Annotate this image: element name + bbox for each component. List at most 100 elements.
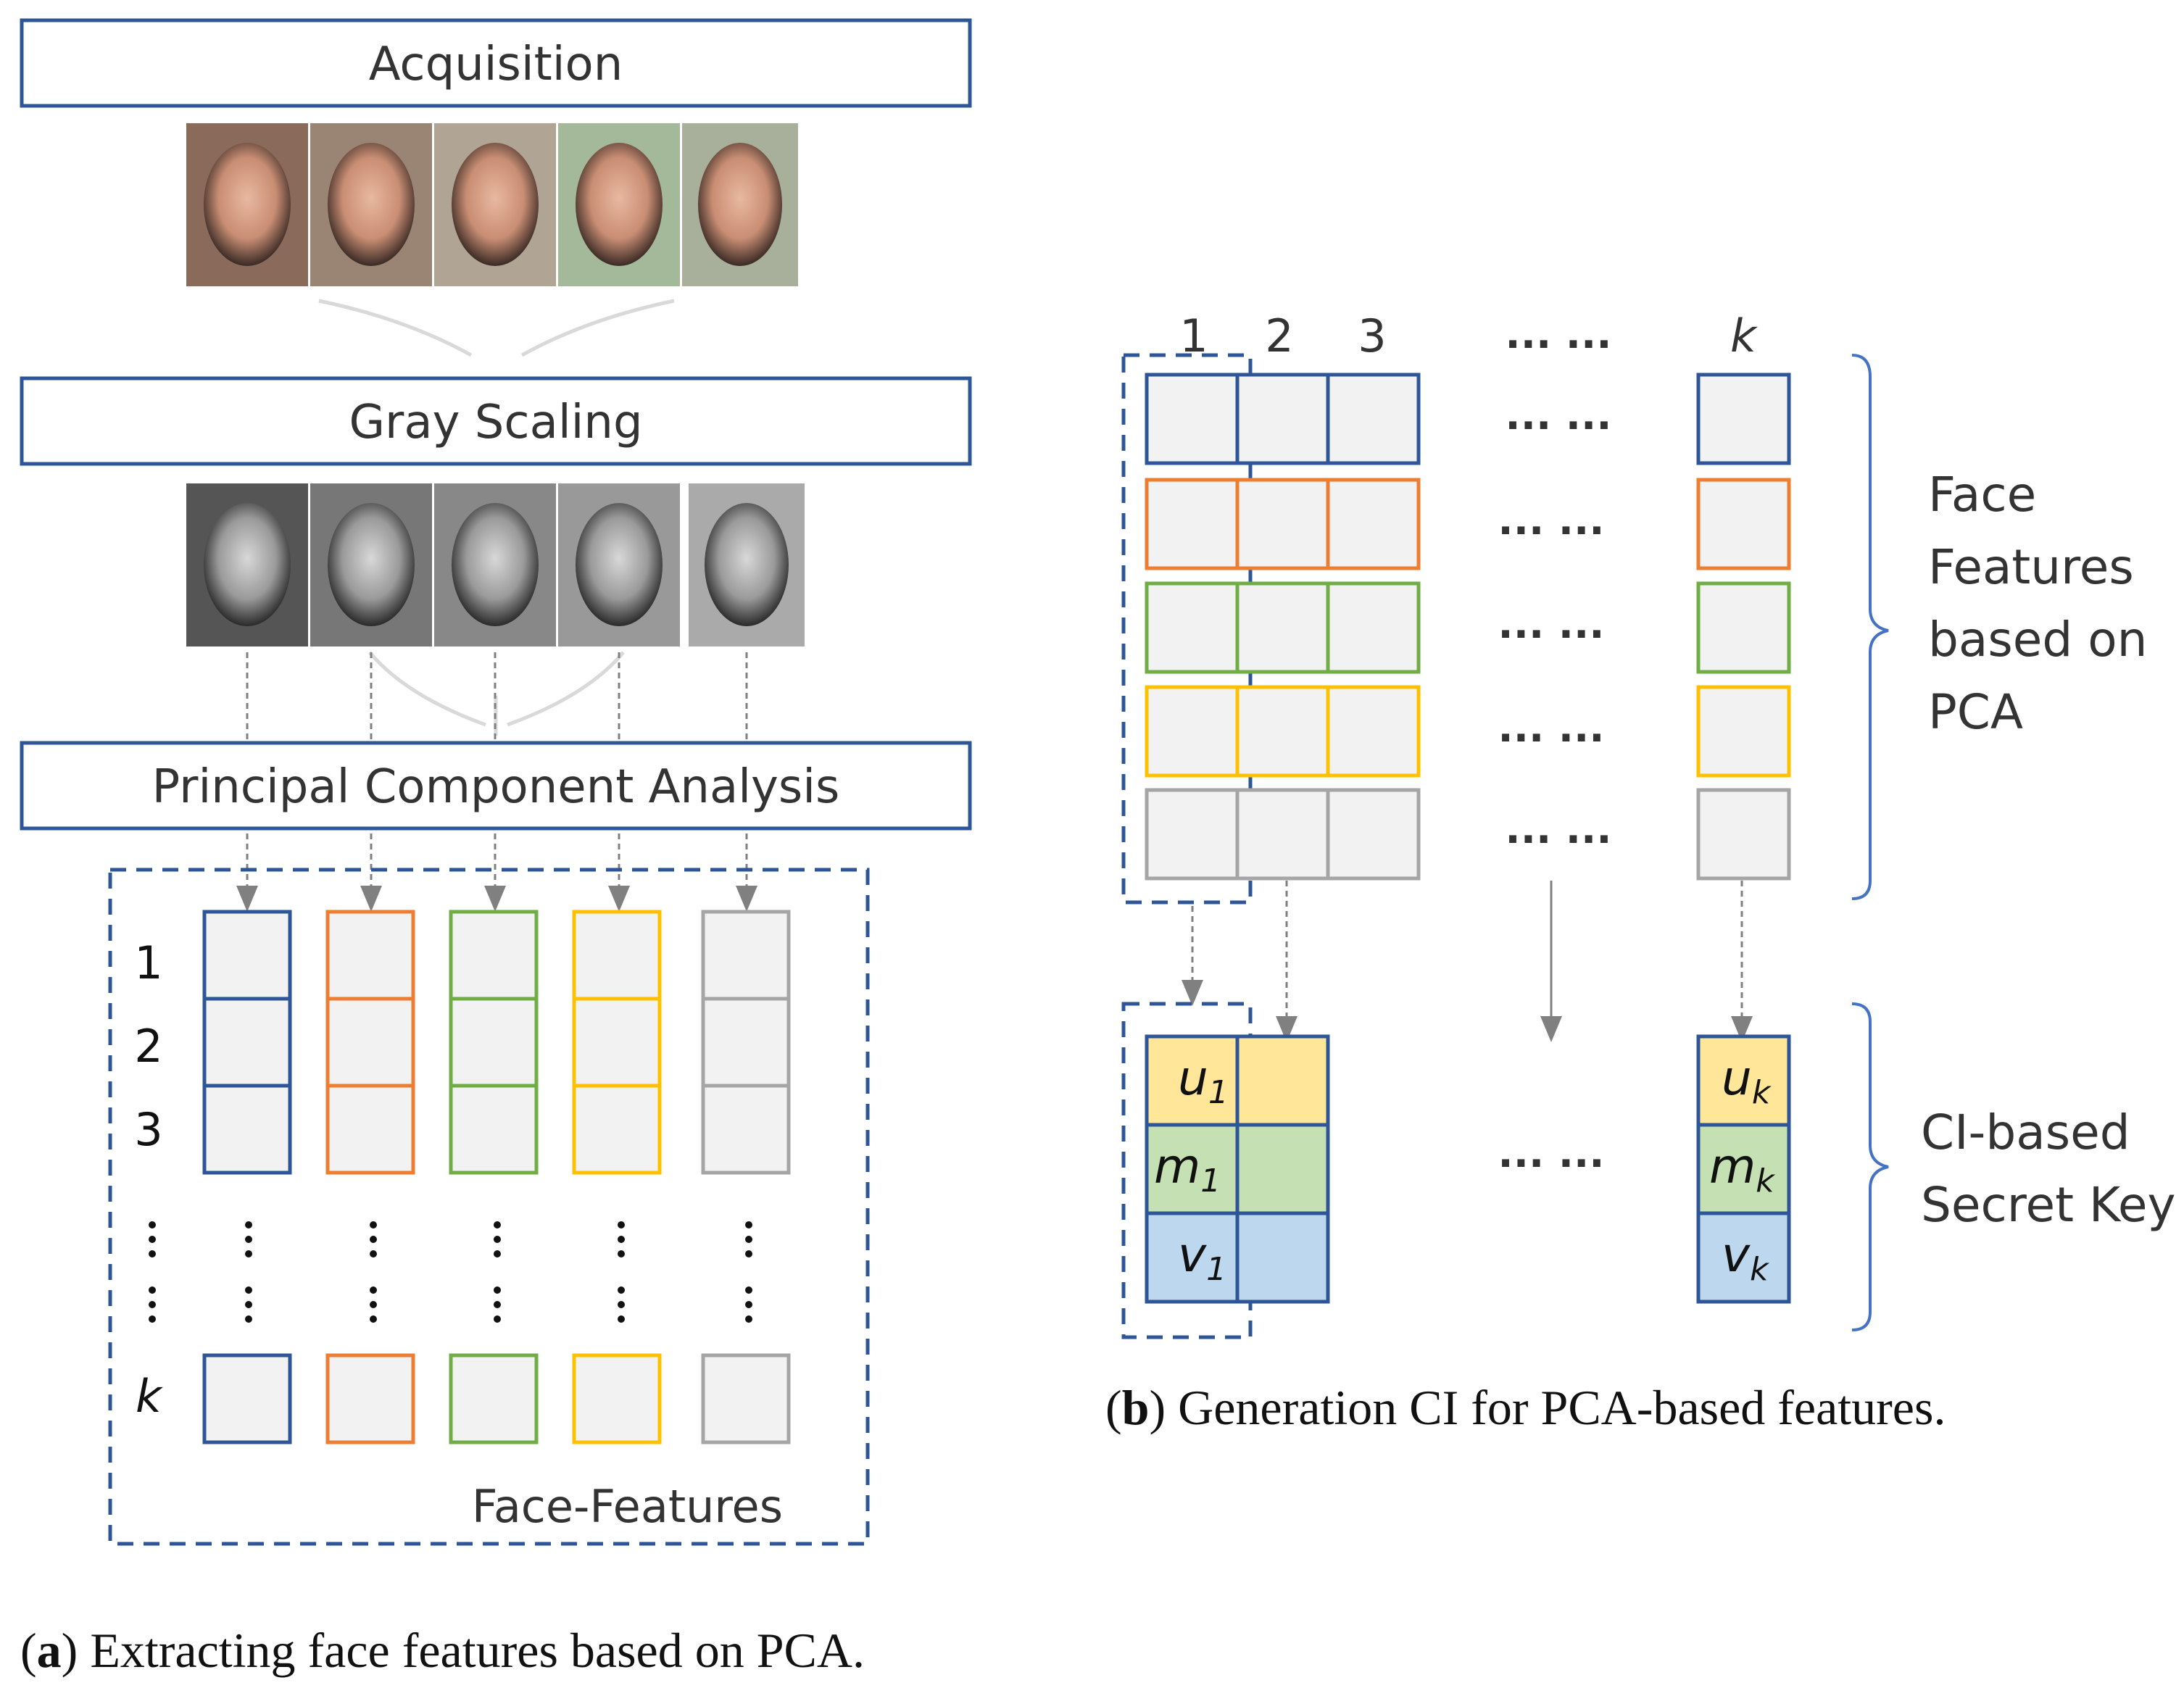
- key-cell-u: [1696, 1034, 1791, 1127]
- feature-cell: [572, 997, 662, 1088]
- caption-b-letter: b: [1122, 1380, 1150, 1435]
- feature-cell: [701, 997, 791, 1088]
- gray-scaling-box: [20, 376, 972, 466]
- column-label: 3: [1358, 309, 1386, 362]
- vertical-ellipsis: [149, 1221, 156, 1323]
- key-symbol-u: uk: [1722, 1050, 1772, 1111]
- vertical-ellipsis: [245, 1221, 252, 1323]
- feature-column-yellow: [572, 910, 662, 1444]
- gray-face-photo: [558, 483, 680, 646]
- svg-text:Secret Key: Secret Key: [1921, 1177, 2176, 1233]
- merge-arrow: [520, 299, 675, 357]
- feature-cell: [572, 1084, 662, 1175]
- feature-cell: [325, 910, 415, 1001]
- caption-b: (b) Generation CI for PCA-based features…: [1105, 1380, 1946, 1435]
- column-label: 2: [1265, 309, 1293, 362]
- gray-face-photo: [186, 483, 308, 646]
- feature-cell: [1326, 478, 1421, 570]
- svg-text:Face: Face: [1928, 467, 2036, 523]
- feature-cell: [202, 1353, 292, 1444]
- secret-key-last: uk mk vk: [1696, 1034, 1791, 1304]
- face-photo: [682, 123, 798, 286]
- feature-cell: [1696, 788, 1791, 881]
- feature-cell: [1235, 685, 1330, 778]
- feature-cell: [1696, 685, 1791, 778]
- feature-cell: [1145, 788, 1240, 881]
- merge-arrow: [318, 299, 473, 357]
- ellipsis: ... ...: [1505, 806, 1611, 853]
- svg-text:CI-based: CI-based: [1921, 1105, 2130, 1160]
- key-symbol-m: mk: [1709, 1139, 1775, 1200]
- feature-cell: [202, 910, 292, 1001]
- key-symbol-m: m1: [1154, 1139, 1221, 1200]
- acquisition-label: Acquisition: [369, 38, 623, 91]
- pca-output-arrows: [236, 833, 757, 912]
- feature-cell: [1326, 788, 1421, 881]
- feature-cell: [1696, 373, 1791, 465]
- feature-cell: [449, 1353, 539, 1444]
- feature-row-yellow: [1145, 685, 1791, 778]
- gray-face-photo: [434, 483, 556, 646]
- row-label: 1: [134, 936, 162, 989]
- features-brace: [1851, 354, 1889, 900]
- feature-cell: [1145, 373, 1240, 465]
- face-photo: [558, 123, 680, 286]
- key-symbol-v: v1: [1178, 1227, 1226, 1288]
- feature-cell: [1696, 581, 1791, 674]
- feature-cell: [1235, 478, 1330, 570]
- ellipsis: ... ...: [1505, 311, 1611, 358]
- vertical-ellipsis: [494, 1221, 501, 1323]
- feature-cell: [1235, 788, 1330, 881]
- face-features-container: [108, 868, 870, 1546]
- feature-cell: [701, 1353, 791, 1444]
- caption-b-text: Generation CI for PCA-based features.: [1166, 1380, 1946, 1435]
- vertical-ellipsis: [618, 1221, 625, 1323]
- key-cell-v: [1696, 1211, 1791, 1304]
- feature-cell: [449, 997, 539, 1088]
- svg-text:Features: Features: [1928, 539, 2134, 595]
- feature-column-blue: [202, 910, 292, 1444]
- ellipsis: ... ...: [1498, 497, 1604, 544]
- panel-a: Acquisition: [20, 18, 972, 1678]
- feature-cell: [449, 1084, 539, 1175]
- vertical-ellipsis: [370, 1221, 377, 1323]
- feature-grid: [1145, 373, 1791, 881]
- feature-cell: [1145, 581, 1240, 674]
- feature-row-orange: [1145, 478, 1791, 570]
- feature-row-blue: [1145, 373, 1791, 465]
- gray-face-images: [186, 483, 805, 646]
- color-face-images: [186, 123, 798, 286]
- ellipsis: ... ...: [1498, 704, 1604, 752]
- feature-cell: [325, 1353, 415, 1444]
- feature-cell: [1145, 478, 1240, 570]
- ellipsis: ... ...: [1505, 392, 1611, 439]
- feature-cell: [701, 910, 791, 1001]
- feature-cell: [202, 997, 292, 1088]
- caption-a-letter: a: [37, 1623, 62, 1678]
- feature-cell: [1696, 478, 1791, 570]
- row-label: 3: [134, 1103, 162, 1156]
- column-label: k: [1730, 309, 1758, 362]
- feature-cell: [325, 997, 415, 1088]
- feature-cell: [1326, 373, 1421, 465]
- row-label: k: [136, 1370, 163, 1423]
- face-photo: [310, 123, 432, 286]
- vertical-ellipsis-group: [149, 1221, 752, 1323]
- svg-text:based on: based on: [1928, 612, 2147, 668]
- key-brace-label: CI-based Secret Key: [1921, 1105, 2176, 1233]
- face-photo: [434, 123, 556, 286]
- feature-cell: [449, 910, 539, 1001]
- feature-cell: [1326, 581, 1421, 674]
- feature-row-green: [1145, 581, 1791, 674]
- pca-label: Principal Component Analysis: [152, 760, 840, 814]
- row-label: 2: [134, 1020, 162, 1073]
- feature-cell: [325, 1084, 415, 1175]
- features-brace-label: Face Features based on PCA: [1928, 467, 2147, 740]
- gray-face-photo: [689, 483, 805, 646]
- feature-column-orange: [325, 910, 415, 1444]
- pca-box: [20, 741, 972, 831]
- panel-b: 1 2 3 ... ... k: [1105, 309, 2176, 1435]
- feature-cell: [1235, 581, 1330, 674]
- feature-columns: [202, 910, 791, 1444]
